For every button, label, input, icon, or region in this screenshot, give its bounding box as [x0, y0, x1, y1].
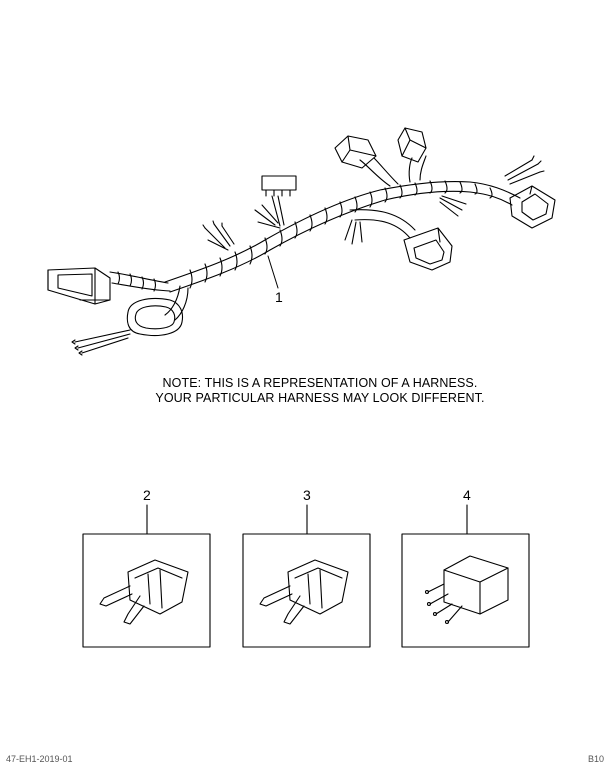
- fuse-box-2: [82, 533, 211, 648]
- fuse-box-3: [242, 533, 371, 648]
- fuse-item-2: [82, 504, 211, 648]
- callout-4: 4: [463, 487, 471, 503]
- fuse-item-3: [242, 504, 371, 648]
- callout-1: 1: [275, 289, 283, 305]
- right-connector: [509, 185, 556, 229]
- oval-connector: [126, 297, 184, 337]
- harness-note: NOTE: THIS IS A REPRESENTATION OF A HARN…: [100, 376, 540, 405]
- left-rectangular-connector: [47, 267, 111, 305]
- top-small-connector: [261, 175, 297, 227]
- footer-left: 47-EH1-2019-01: [6, 754, 73, 764]
- note-line-2: YOUR PARTICULAR HARNESS MAY LOOK DIFFERE…: [155, 390, 485, 405]
- wiring-harness: [47, 127, 556, 356]
- loose-wire-ends: [71, 329, 131, 356]
- callout-3: 3: [303, 487, 311, 503]
- harness-braid: [189, 180, 493, 289]
- upper-connector-b: [397, 127, 427, 163]
- lower-right-connector: [403, 227, 453, 271]
- upper-connector-a: [334, 135, 377, 169]
- note-line-1: NOTE: THIS IS A REPRESENTATION OF A HARN…: [162, 376, 478, 390]
- relay-item-4: [401, 504, 530, 648]
- callout-2: 2: [143, 487, 151, 503]
- leader-line-1: [267, 255, 279, 289]
- footer-right: B10: [587, 754, 604, 764]
- relay-box-4: [401, 533, 530, 648]
